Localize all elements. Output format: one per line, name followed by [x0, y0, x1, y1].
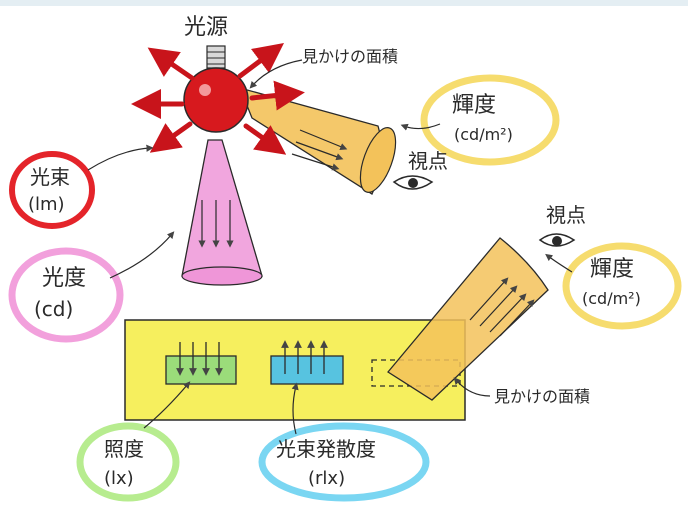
luminance-beam-top	[238, 87, 397, 195]
luminous-exitance-label: 光束発散度	[276, 437, 376, 461]
illuminance-label-circle	[76, 422, 180, 502]
eye-icon	[392, 175, 434, 190]
flux-label-circle	[9, 151, 95, 229]
pointer-arrows	[87, 59, 573, 435]
illuminance-label: 照度	[104, 437, 144, 461]
top-strip	[0, 0, 688, 6]
luminance-label-circle-right	[562, 242, 682, 330]
illuminance-unit: (lx)	[104, 468, 134, 489]
apparent-area-label-top: 見かけの面積	[302, 47, 398, 66]
eye-icon	[538, 233, 576, 247]
apparent-area-label-bottom: 見かけの面積	[494, 387, 590, 406]
luminous-intensity-unit: (cd)	[34, 297, 73, 321]
intensity-cone	[181, 139, 263, 286]
luminous-intensity-label: 光度	[42, 266, 86, 291]
luminous-exitance-unit: (rlx)	[308, 468, 345, 489]
illuminance-box	[165, 342, 237, 385]
viewpoint-label-right: 視点	[546, 203, 586, 227]
luminous-flux-unit: (lm)	[28, 194, 65, 215]
luminance-beam-bottom	[387, 237, 549, 401]
luminance-label-circle-top	[420, 74, 560, 166]
luminous-flux-label: 光束	[30, 165, 70, 189]
viewpoint-label-top: 視点	[408, 149, 448, 173]
light-bulb	[183, 45, 249, 133]
luminance-label-right: 輝度	[590, 257, 634, 282]
light-source-label: 光源	[184, 15, 228, 40]
luminous-exitance-box	[270, 340, 344, 385]
luminance-label-top: 輝度	[452, 93, 496, 118]
exitance-label-circle	[258, 422, 430, 502]
luminance-unit-label-right: (cd/m²)	[582, 289, 641, 308]
intensity-label-circle	[8, 247, 124, 343]
flux-arrows	[131, 43, 305, 155]
luminance-unit-label-top: (cd/m²)	[454, 125, 513, 144]
